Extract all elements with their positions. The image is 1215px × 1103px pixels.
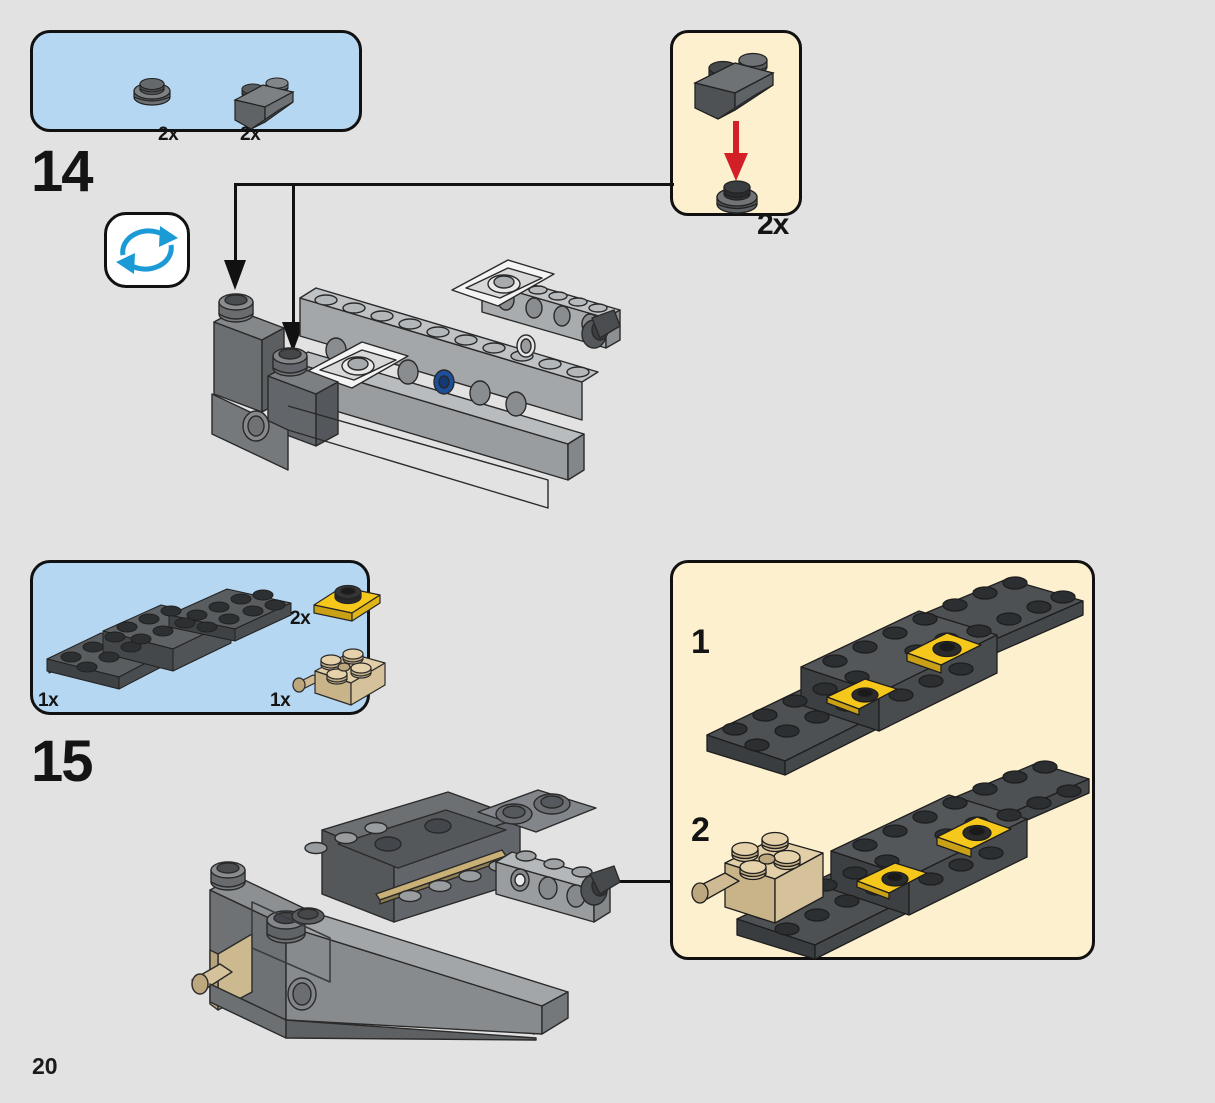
round-plate-1x1-dark-gray	[716, 180, 758, 214]
part-qty-label-yellow-plate: 2x	[290, 608, 311, 629]
part-qty-label-tan-brick: 1x	[270, 690, 291, 711]
callout-connector-line-vertical-left	[234, 183, 237, 263]
plate-1x2-with-stud-yellow	[313, 584, 381, 622]
callout-15: 1 2	[670, 560, 1095, 960]
rotation-arrows-glyph	[116, 226, 178, 274]
part-qty-label: 2x	[158, 124, 179, 145]
rotate-model-icon	[104, 212, 190, 288]
step-number-14: 14	[31, 139, 93, 204]
parts-box-15	[30, 560, 386, 715]
substep-number-2: 2	[691, 811, 710, 849]
callout-qty-label: 2x	[757, 208, 789, 241]
callout-connector-line-horizontal	[234, 183, 674, 186]
callout-14: 2x	[670, 30, 802, 240]
part-qty-label: 2x	[240, 124, 261, 145]
placement-arrow-right	[282, 322, 304, 352]
sub-assembly-plate-with-yellow-plates	[706, 576, 1084, 776]
part-qty-label-chassis: 1x	[38, 690, 59, 711]
inverted-slope-brick-1x2-dark-gray	[693, 52, 775, 120]
round-plate-1x1-dark-gray	[133, 77, 171, 106]
red-assembly-arrow-down	[724, 121, 748, 181]
callout-connector-line-vertical-right	[292, 183, 295, 325]
speeder-chassis-assembly-gray	[191, 789, 621, 1041]
substep-number-1: 1	[691, 623, 710, 661]
placement-arrow-left	[224, 260, 246, 290]
page-number: 20	[32, 1053, 58, 1079]
step-number-15: 15	[31, 729, 93, 794]
chassis-plate-assembly-dark-gray	[46, 588, 292, 690]
brick-2x2-with-pin-tan	[292, 648, 386, 706]
inverted-slope-brick-1x2-dark-gray	[233, 77, 295, 130]
sub-assembly-plate-with-tan-brick	[691, 760, 1090, 960]
chassis-assembly-gray	[211, 259, 621, 509]
parts-box-14: 2x 2x	[30, 30, 362, 144]
